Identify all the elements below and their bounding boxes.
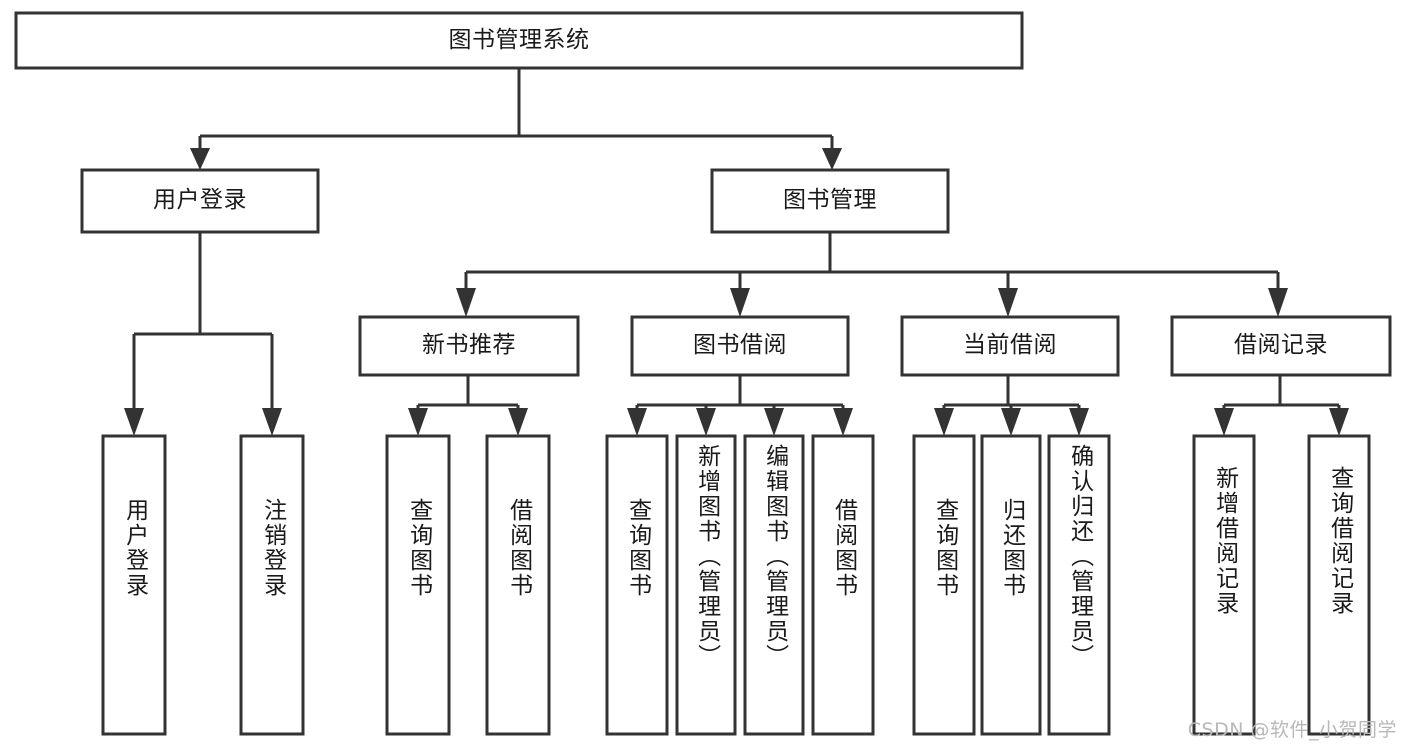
arrow-newbook-to-leaf2	[508, 408, 528, 436]
node-box-leaf-query-book-1[interactable]	[385, 434, 451, 736]
arrow-root-to-user-login	[190, 148, 210, 170]
arrow-bookmgmt-to-newbook	[456, 288, 476, 317]
arrow-borrowrecord-to-leaf2	[1329, 408, 1349, 436]
arrow-userlogin-to-leaf2	[262, 408, 282, 436]
arrow-bookborrow-to-leaf3	[764, 408, 784, 436]
arrow-userlogin-to-leaf1	[124, 408, 144, 436]
node-box-leaf-confirm-return[interactable]	[1047, 434, 1111, 736]
node-box-leaf-edit-book[interactable]	[743, 434, 805, 736]
arrow-borrowrecord-to-leaf1	[1214, 408, 1234, 436]
arrow-bookborrow-to-leaf4	[833, 408, 853, 436]
arrow-root-to-book-management	[822, 148, 842, 170]
node-box-leaf-query-book-2[interactable]	[605, 434, 669, 736]
node-box-root[interactable]	[14, 11, 1024, 70]
node-box-user-login[interactable]	[80, 168, 320, 234]
csdn-watermark: CSDN @软件_小贺同学	[1187, 719, 1397, 741]
node-box-leaf-add-book[interactable]	[675, 434, 737, 736]
node-box-leaf-query-book-3[interactable]	[912, 434, 976, 736]
arrow-bookborrow-to-leaf2	[696, 408, 716, 436]
node-box-leaf-user-login[interactable]	[101, 434, 167, 736]
arrow-bookmgmt-to-borrowrecord	[1268, 288, 1288, 317]
node-box-leaf-return-book[interactable]	[980, 434, 1042, 736]
arrow-bookmgmt-to-currentborrow	[998, 288, 1018, 317]
arrow-currentborrow-to-leaf1	[934, 408, 954, 436]
node-box-book-management[interactable]	[710, 168, 950, 234]
node-box-leaf-borrow-book-1[interactable]	[485, 434, 551, 736]
node-box-leaf-query-borrow-record[interactable]	[1307, 434, 1371, 736]
arrow-currentborrow-to-leaf2	[1001, 408, 1021, 436]
arrow-bookmgmt-to-bookborrow	[730, 288, 750, 317]
node-box-borrow-record[interactable]	[1170, 315, 1392, 377]
arrow-currentborrow-to-leaf3	[1069, 408, 1089, 436]
arrow-bookborrow-to-leaf1	[627, 408, 647, 436]
node-box-new-book-recommend[interactable]	[358, 315, 580, 377]
arrow-newbook-to-leaf1	[408, 408, 428, 436]
node-box-leaf-logout-login[interactable]	[239, 434, 305, 736]
node-box-current-borrow[interactable]	[900, 315, 1120, 377]
node-box-book-borrow[interactable]	[630, 315, 850, 377]
node-box-leaf-add-borrow-record[interactable]	[1192, 434, 1256, 736]
node-box-leaf-borrow-book-2[interactable]	[811, 434, 875, 736]
